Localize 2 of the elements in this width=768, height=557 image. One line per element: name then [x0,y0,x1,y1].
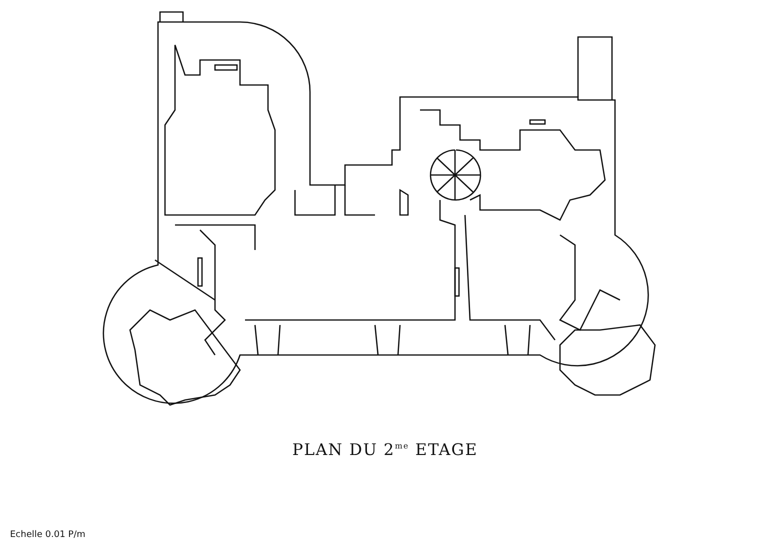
plan-title: PLAN DU 2$^{me}$ ETAGE [291,440,479,459]
scale-note: Echelle 0.01 P/m [10,530,86,540]
